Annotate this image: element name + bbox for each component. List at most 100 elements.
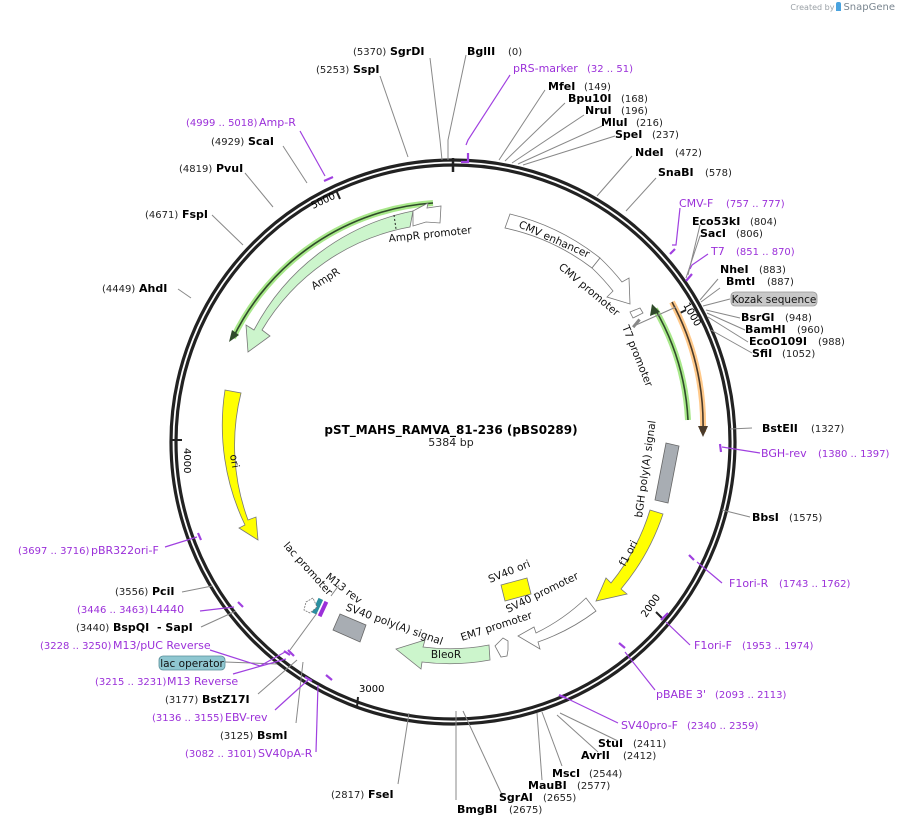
lac-promoter-arrow[interactable]	[303, 597, 318, 614]
site-snabi[interactable]: SnaBI(578)	[658, 166, 732, 179]
primer-sv40pa-r[interactable]: (3082 .. 3101)SV40pA-R	[185, 747, 313, 760]
site-sfii[interactable]: SfiI(1052)	[752, 347, 815, 360]
svg-text:(3125): (3125)	[220, 731, 253, 742]
site-fspi[interactable]: (4671)FspI	[145, 208, 208, 221]
svg-text:BstZ17I: BstZ17I	[202, 693, 250, 706]
svg-text:T7: T7	[710, 245, 725, 258]
svg-text:(3177): (3177)	[165, 695, 198, 706]
em7-promoter-arrow[interactable]	[494, 637, 509, 658]
primer-pbr322ori-f[interactable]: (3697 .. 3716)pBR322ori-F	[18, 544, 159, 557]
feature-cmv-enhancer-label: CMV enhancer	[517, 219, 592, 261]
ampr-arrow[interactable]	[245, 210, 414, 353]
svg-text:(806): (806)	[736, 229, 763, 240]
primer-m13-puc-reverse[interactable]: (3228 .. 3250)M13/pUC Reverse	[40, 639, 211, 652]
site-bstz17i[interactable]: (3177) BstZ17I	[165, 693, 250, 706]
site-avrii[interactable]: AvrII(2412)	[581, 749, 656, 762]
sv40-polya-box[interactable]	[332, 613, 367, 643]
site-bamhi[interactable]: BamHI(960)	[745, 323, 824, 336]
primer-prs-marker[interactable]: pRS-marker(32 .. 51)	[513, 62, 633, 75]
svg-text:(1743 .. 1762): (1743 .. 1762)	[779, 579, 851, 590]
site-msci[interactable]: MscI(2544)	[552, 767, 622, 780]
primer-bgh-rev[interactable]: BGH-rev(1380 .. 1397)	[761, 447, 890, 460]
site-mlui[interactable]: MluI(216)	[601, 116, 663, 129]
primer-t7[interactable]: T7 (851 .. 870)	[710, 245, 795, 258]
site-bmti[interactable]: BmtI(887)	[726, 275, 794, 288]
svg-text:(4671): (4671)	[145, 210, 178, 221]
site-mfei[interactable]: MfeI(149)	[548, 80, 611, 93]
site-scai[interactable]: (4929)ScaI	[211, 135, 274, 148]
bgh-polya-box[interactable]	[654, 442, 680, 504]
site-saci[interactable]: SacI(806)	[700, 227, 763, 240]
primer-f1ori-f[interactable]: F1ori-F(1953 .. 1974)	[694, 639, 814, 652]
svg-text:BGH-rev: BGH-rev	[761, 447, 807, 460]
svg-text:(988): (988)	[818, 337, 845, 348]
site-pvui[interactable]: (4819)PvuI	[179, 162, 243, 175]
site-sgrdi[interactable]: (5370)SgrDI	[353, 45, 424, 58]
f1-ori-arrow[interactable]	[595, 509, 664, 602]
site-stui[interactable]: StuI(2411)	[598, 737, 666, 750]
site-bmgbi[interactable]: BmgBI(2675)	[457, 803, 542, 816]
svg-text:(851 .. 870): (851 .. 870)	[736, 247, 795, 258]
site-bspqi-sapi[interactable]: (3440)BspQI- SapI	[76, 621, 193, 634]
feature-t7-promoter-label: T7 promoter	[619, 323, 655, 389]
m13-rev-marker	[317, 600, 329, 618]
feature-lac-promoter-label: lac promoter	[281, 540, 335, 598]
site-fsei[interactable]: (2817)FseI	[331, 788, 394, 801]
cmv-promoter-arrow[interactable]	[591, 257, 631, 305]
primer-f1ori-r[interactable]: F1ori-R(1743 .. 1762)	[729, 577, 851, 590]
svg-text:(1575): (1575)	[789, 513, 822, 524]
site-bpu10i[interactable]: Bpu10I(168)	[568, 92, 648, 105]
svg-text:(4999 .. 5018): (4999 .. 5018)	[186, 118, 258, 129]
svg-text:(2340 .. 2359): (2340 .. 2359)	[687, 721, 759, 732]
site-sspi[interactable]: (5253)SspI	[316, 63, 379, 76]
site-bglii[interactable]: BglII(0)	[467, 45, 522, 58]
svg-text:(3228 .. 3250): (3228 .. 3250)	[40, 641, 112, 652]
primer-l4440[interactable]: (3446 .. 3463)L4440	[77, 603, 184, 616]
feature-bleor-label: BleoR	[431, 649, 461, 661]
site-sgrai[interactable]: SgrAI(2655)	[499, 791, 576, 804]
site-bsmi[interactable]: (3125)BsmI	[220, 729, 288, 742]
site-bsteii[interactable]: BstEII(1327)	[762, 422, 844, 435]
site-nhei[interactable]: NheI(883)	[720, 263, 786, 276]
site-ndei[interactable]: NdeI(472)	[635, 146, 702, 159]
kozak-sequence-badge[interactable]: Kozak sequence	[730, 291, 818, 307]
site-ahdi[interactable]: (4449)AhdI	[102, 282, 167, 295]
site-nrui[interactable]: NruI(196)	[585, 104, 648, 117]
ori-arrow[interactable]	[221, 389, 259, 541]
primer-pbabe-3[interactable]: pBABE 3'(2093 .. 2113)	[656, 688, 787, 701]
primer-sv40pro-f[interactable]: SV40pro-F(2340 .. 2359)	[621, 719, 759, 732]
svg-text:BglII: BglII	[467, 45, 495, 58]
site-spei[interactable]: SpeI(237)	[615, 128, 679, 141]
lac-operator-marker	[311, 597, 324, 615]
site-maubi[interactable]: MauBI(2577)	[528, 779, 610, 792]
bleor-arrow[interactable]	[395, 639, 491, 670]
primer-markers	[164, 74, 761, 753]
svg-text:AhdI: AhdI	[139, 282, 167, 295]
tick-5000: 5000	[310, 191, 338, 212]
svg-text:NdeI: NdeI	[635, 146, 664, 159]
sv40-ori-box[interactable]	[500, 577, 532, 602]
restriction-sites: BglII(0) (5370)SgrDI (5253)SspI MfeI(149…	[76, 45, 845, 816]
primer-amp-r[interactable]: (4999 .. 5018)Amp-R	[186, 116, 296, 129]
site-pcii[interactable]: (3556)PciI	[115, 585, 174, 598]
ampr-promoter-arrow[interactable]	[412, 202, 442, 227]
t7-promoter-arrow[interactable]	[629, 307, 644, 319]
site-ecoo109i[interactable]: EcoO109I(988)	[749, 335, 845, 348]
svg-text:SgrAI: SgrAI	[499, 791, 533, 804]
primer-m13-reverse[interactable]: (3215 .. 3231)M13 Reverse	[95, 675, 238, 688]
svg-text:SV40pA-R: SV40pA-R	[258, 747, 313, 760]
site-bsrgi[interactable]: BsrGI(948)	[741, 311, 812, 324]
svg-text:BbsI: BbsI	[752, 511, 779, 524]
site-bbsi[interactable]: BbsI (1575)	[752, 511, 822, 524]
svg-text:(948): (948)	[785, 313, 812, 324]
lac-operator-badge[interactable]: lac operator	[158, 655, 226, 671]
primer-ebv-rev[interactable]: (3136 .. 3155)EBV-rev	[152, 711, 268, 724]
sv40-promoter-arrow[interactable]	[517, 597, 597, 650]
svg-text:pBR322ori-F: pBR322ori-F	[91, 544, 159, 557]
svg-text:MfeI: MfeI	[548, 80, 575, 93]
primer-cmv-f[interactable]: CMV-F(757 .. 777)	[679, 197, 785, 210]
svg-text:(2817): (2817)	[331, 790, 364, 801]
ampr-highlight-line	[232, 202, 434, 339]
site-eco53ki[interactable]: Eco53kI(804)	[692, 215, 777, 228]
